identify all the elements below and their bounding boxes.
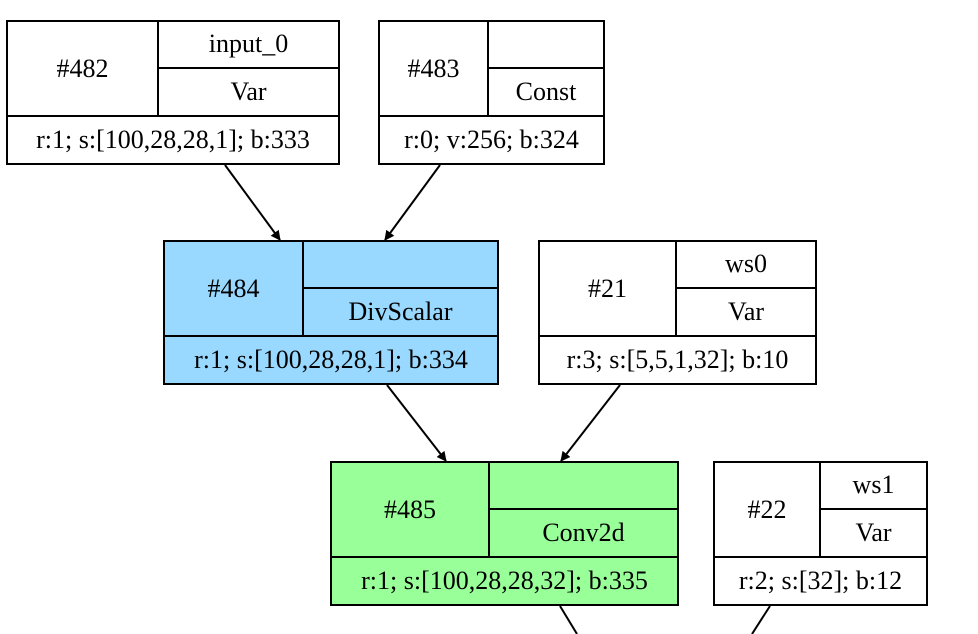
node-type: Conv2d	[542, 517, 625, 547]
node-name	[489, 22, 603, 69]
node-482[interactable]: #482 input_0 Var r:1; s:[100,28,28,1]; b…	[6, 20, 340, 165]
edge-482-484	[224, 164, 281, 241]
node-info: r:1; s:[100,28,28,1]; b:333	[8, 115, 338, 163]
edge-485-out	[559, 605, 578, 634]
node-info: r:3; s:[5,5,1,32]; b:10	[540, 335, 815, 383]
edge-483-484	[384, 164, 441, 241]
node-name: ws0	[677, 242, 815, 289]
node-type: DivScalar	[348, 296, 453, 326]
node-id: #484	[165, 242, 304, 335]
edge-22-out	[751, 605, 771, 634]
edge-21-485	[560, 384, 621, 462]
node-id: #21	[540, 242, 677, 335]
node-type: Var	[230, 76, 267, 106]
node-name: input_0	[159, 22, 338, 69]
node-id: #485	[332, 463, 490, 556]
node-id: #22	[715, 463, 821, 556]
node-info: r:2; s:[32]; b:12	[715, 556, 926, 604]
node-484[interactable]: #484 DivScalar r:1; s:[100,28,28,1]; b:3…	[163, 240, 499, 385]
node-name	[304, 242, 497, 289]
node-info: r:0; v:256; b:324	[380, 115, 603, 163]
node-483[interactable]: #483 Const r:0; v:256; b:324	[378, 20, 605, 165]
node-id: #482	[8, 22, 159, 115]
node-info: r:1; s:[100,28,28,1]; b:334	[165, 335, 497, 383]
node-485[interactable]: #485 Conv2d r:1; s:[100,28,28,32]; b:335	[330, 461, 679, 606]
node-info: r:1; s:[100,28,28,32]; b:335	[332, 556, 677, 604]
node-id: #483	[380, 22, 489, 115]
node-type: Var	[855, 517, 892, 547]
node-name: ws1	[821, 463, 926, 510]
node-name	[490, 463, 677, 510]
node-type: Var	[727, 296, 765, 326]
node-21[interactable]: #21 ws0 Var r:3; s:[5,5,1,32]; b:10	[538, 240, 817, 385]
node-22[interactable]: #22 ws1 Var r:2; s:[32]; b:12	[713, 461, 928, 606]
node-type: Const	[515, 76, 577, 106]
edge-484-485	[386, 384, 447, 462]
